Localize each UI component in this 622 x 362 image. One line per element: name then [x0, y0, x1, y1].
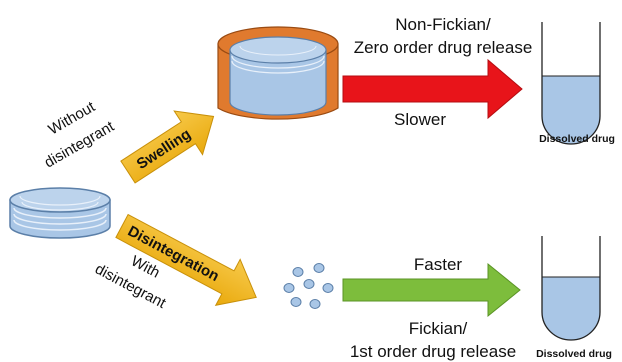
granules-icon: [283, 263, 334, 309]
first-order-label: 1st order drug release: [350, 342, 516, 361]
swollen-tablet-icon: [217, 26, 339, 120]
slower-release-arrow: [342, 58, 523, 120]
zero-order-label: Zero order drug release: [354, 38, 533, 57]
top-dissolved-drug-label: Dissolved drug: [539, 133, 615, 145]
slower-label: Slower: [394, 110, 446, 129]
top-beaker-icon: [541, 22, 601, 145]
faster-label: Faster: [414, 255, 463, 274]
tablet-stack-icon: [9, 187, 111, 239]
non-fickian-label: Non-Fickian/: [395, 15, 491, 34]
swelling-arrow: Swelling: [120, 110, 215, 184]
fickian-label: Fickian/: [409, 319, 468, 338]
faster-release-arrow: [342, 262, 521, 318]
bottom-beaker-icon: [541, 236, 601, 341]
bottom-dissolved-drug-label: Dissolved drug: [536, 348, 612, 360]
